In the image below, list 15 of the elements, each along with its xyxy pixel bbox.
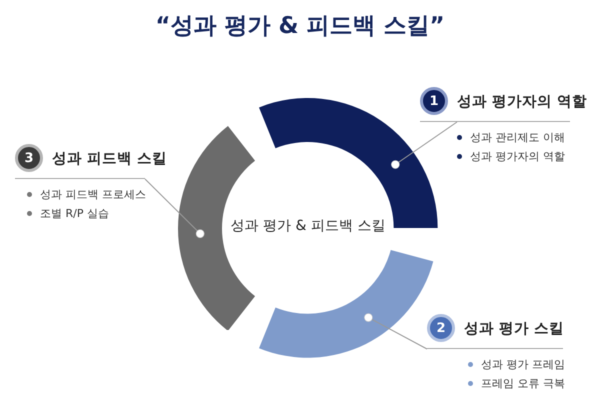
bullet-item: 조별 R/P 실습	[27, 204, 145, 223]
heading: 성과 피드백 스킬	[52, 150, 168, 168]
number-badge: 3	[15, 144, 43, 172]
number-badge: 2	[427, 314, 455, 342]
number-badge: 1	[420, 87, 448, 115]
bullet-item: 성과 평가자의 역할	[457, 147, 570, 166]
bullet-item: 성과 관리제도 이해	[457, 128, 570, 147]
center-label: 성과 평가 & 피드백 스킬	[230, 217, 386, 235]
bullet-item: 성과 평가 프레임	[468, 355, 563, 374]
bullet-item: 성과 피드백 프로세스	[27, 185, 145, 204]
ring-segment	[259, 250, 434, 358]
title: “성과 평가 & 피드백 스킬”	[154, 12, 446, 41]
bullet-item: 프레임 오류 극복	[468, 374, 563, 393]
heading: 성과 평가자의 역할	[457, 92, 588, 110]
heading: 성과 평가 스킬	[464, 320, 564, 338]
